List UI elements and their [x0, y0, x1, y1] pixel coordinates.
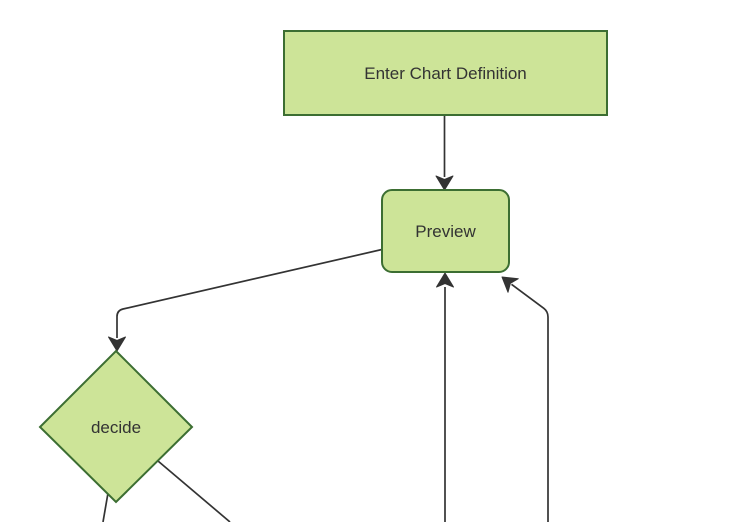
node-decide-label: decide [91, 418, 141, 437]
arrowhead-into-decide-top [108, 336, 126, 352]
node-enter-chart-definition-label: Enter Chart Definition [364, 64, 527, 83]
arrowhead-into-preview-top [435, 175, 454, 191]
edge-decide-to-offscreen-left [102, 492, 109, 522]
arrowhead-into-preview-bottom [436, 272, 454, 288]
edge-preview-to-decide [116, 248, 383, 338]
node-preview-label: Preview [415, 222, 476, 241]
arrowhead-into-preview-corner [501, 276, 519, 293]
edge-decide-to-offscreen-right [157, 460, 231, 522]
node-preview: Preview [381, 189, 510, 273]
node-decide-shape [38, 349, 194, 504]
node-decide: decide [38, 349, 194, 504]
node-enter-chart-definition: Enter Chart Definition [283, 30, 608, 116]
node-preview-shape [381, 189, 510, 273]
edge-offscreen-to-preview-corner [510, 283, 549, 522]
node-enter-chart-definition-shape [283, 30, 608, 116]
